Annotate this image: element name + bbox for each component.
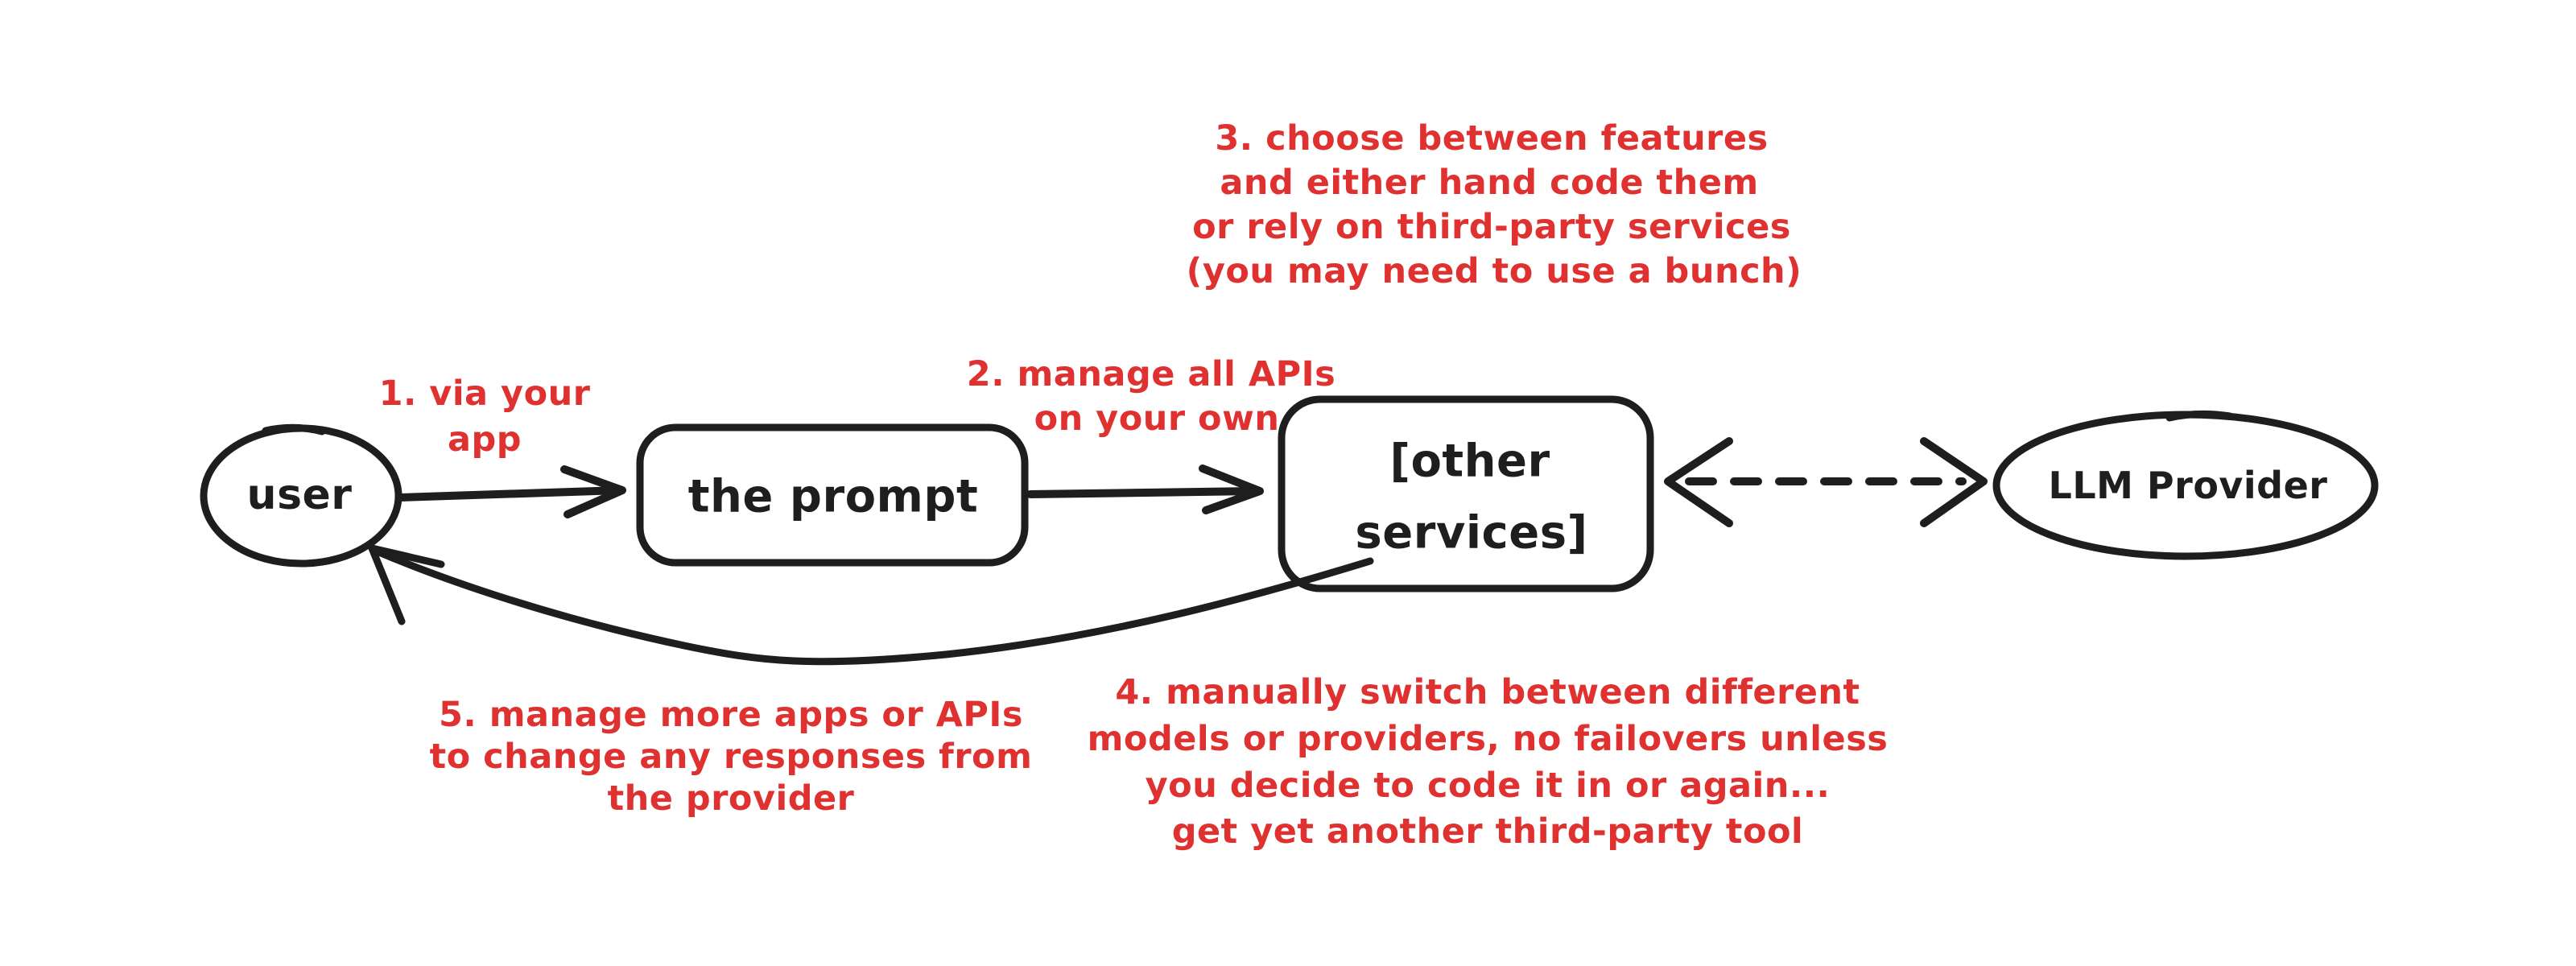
note-step5-line3: the provider [607,778,855,819]
other-services-node-box [1278,395,1654,592]
note-step4-line3: you decide to code it in or again... [1145,766,1831,806]
note-step3-line3: or rely on third-party services [1192,207,1791,247]
arrow-user-to-prompt-shaft [396,486,624,502]
arrow-services-to-user-curve [371,547,1374,666]
note-step4-line2: models or providers, no failovers unless [1087,719,1889,759]
user-node-label: user [246,471,353,519]
arrow-prompt-to-services-shaft [1026,487,1260,498]
note-step4-line4: get yet another third-party tool [1171,811,1804,852]
arrow-services-to-user-head [368,544,445,625]
note-step5-line1: 5. manage more apps or APIs [438,695,1024,735]
note-step4-line1: 4. manually switch between different [1115,672,1860,712]
other-services-node-label-line1: [other [1389,435,1550,488]
llm-provider-node-label: LLM Provider [2048,464,2328,507]
note-step1-line1: 1. via your [378,374,591,414]
note-step1-line2: app [447,419,522,460]
prompt-node-label: the prompt [687,470,979,523]
note-step2-line2: on your own [1034,398,1280,439]
arrow-services-llm-right-head [1920,437,1988,527]
other-services-node-label-line2: services] [1355,506,1588,559]
note-step2-line1: 2. manage all APIs [966,354,1336,394]
arrow-services-llm-left-head [1664,437,1733,527]
arrow-user-to-prompt-head [560,465,626,518]
note-step5-line2: to change any responses from [429,737,1033,777]
note-step3-line2: and either hand code them [1220,163,1759,203]
arrow-prompt-to-services-head [1199,464,1264,514]
llm-provider-sketch-stroke [2165,410,2234,422]
prompt-node-box [636,423,1029,567]
note-step3-line4: (you may need to use a bunch) [1186,251,1802,291]
user-node-sketch-stroke [262,423,326,436]
note-step3-line1: 3. choose between features [1215,118,1769,159]
